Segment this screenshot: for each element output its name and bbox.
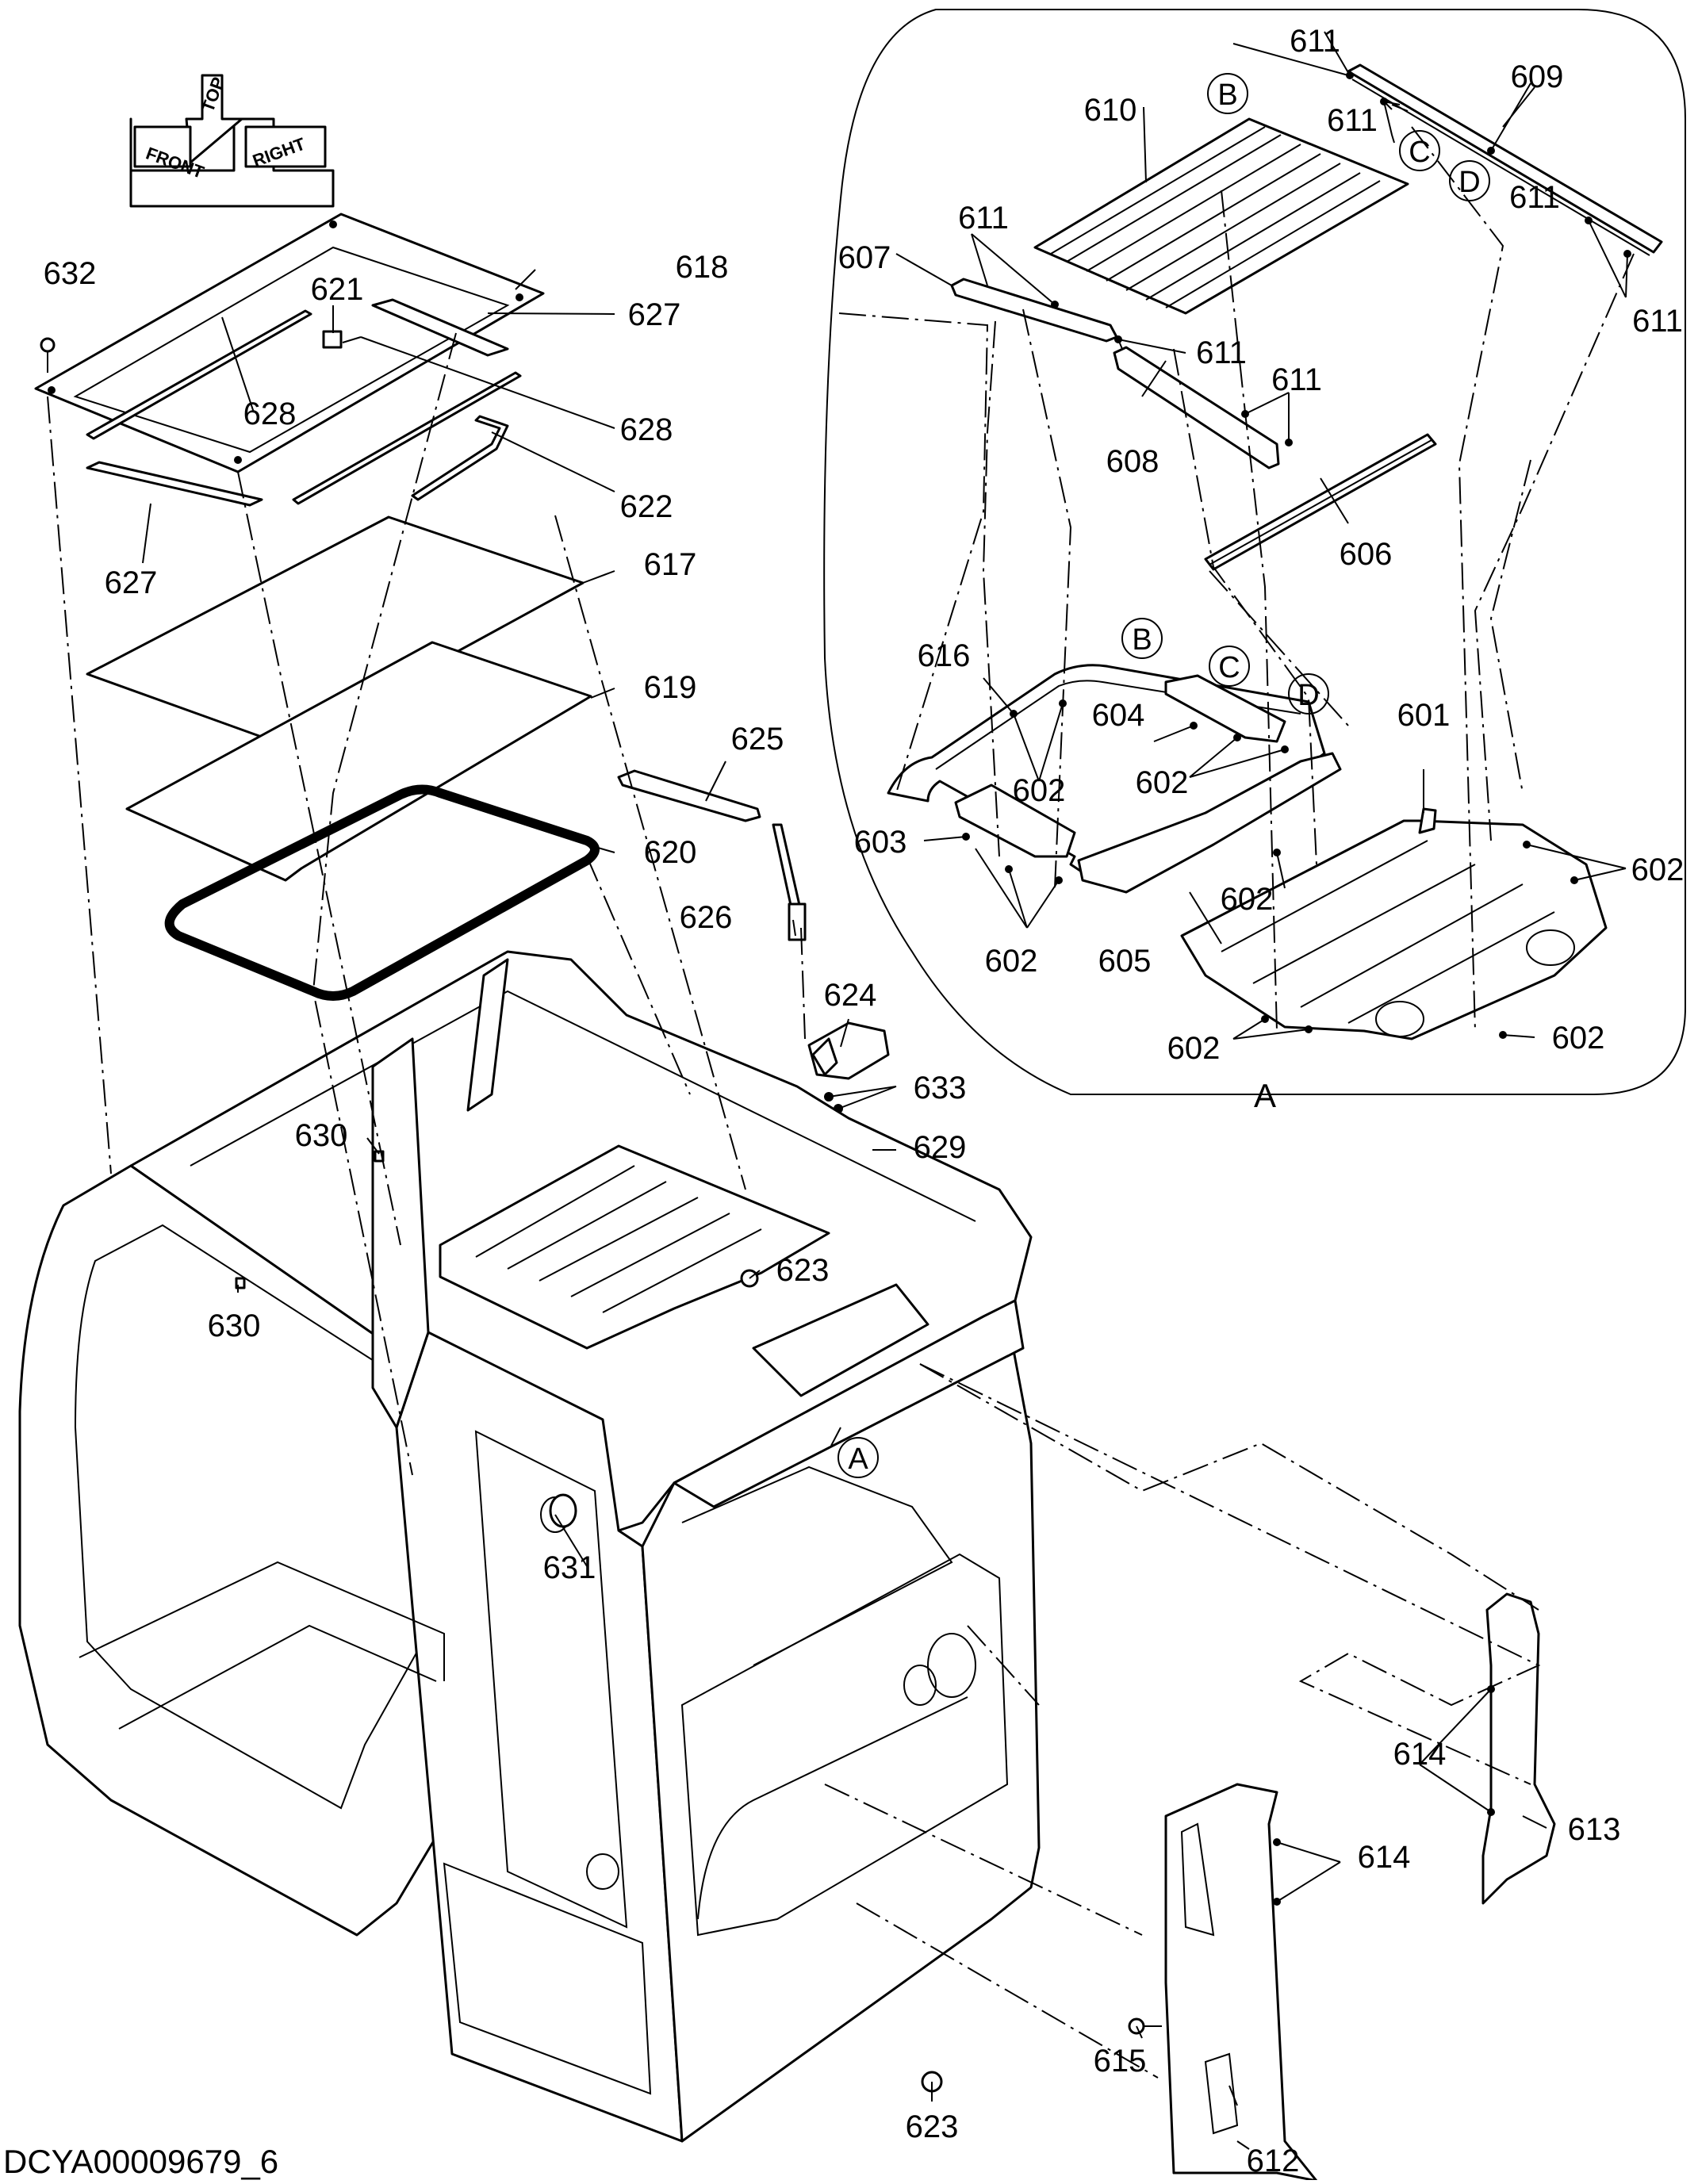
label-628-b: 628 xyxy=(620,412,673,447)
detail-view-a xyxy=(823,9,1687,1095)
label-611-g: 611 xyxy=(1271,362,1322,397)
label-629: 629 xyxy=(914,1130,967,1165)
label-619: 619 xyxy=(644,670,697,705)
label-614-b: 614 xyxy=(1393,1737,1447,1772)
ref-label-a-cab: A xyxy=(848,1443,868,1476)
ref-label-c-top: C xyxy=(1409,136,1430,169)
label-626: 626 xyxy=(680,900,733,935)
hatch-support-625 xyxy=(617,769,761,822)
label-632: 632 xyxy=(44,256,97,291)
label-615: 615 xyxy=(1094,2044,1147,2079)
assembly-lines-main xyxy=(47,332,1541,2079)
label-607: 607 xyxy=(838,240,891,275)
trim-605 xyxy=(1077,752,1342,894)
strip-627-b xyxy=(86,461,263,507)
ref-label-c-lower: C xyxy=(1218,651,1240,684)
label-603: 603 xyxy=(854,825,907,860)
detail-assembly-lines xyxy=(838,126,1635,1032)
label-605: 605 xyxy=(1098,944,1152,979)
ref-label-d-top: D xyxy=(1458,166,1480,199)
clip-630-a xyxy=(374,1150,385,1163)
roof-bar-606 xyxy=(1204,433,1437,571)
label-611-e: 611 xyxy=(958,201,1009,236)
plug-631 xyxy=(549,1493,577,1528)
label-602-g: 602 xyxy=(1552,1021,1605,1056)
label-602-c: 602 xyxy=(1631,853,1685,887)
headliner-601 xyxy=(1180,807,1608,1040)
ref-label-b-top: B xyxy=(1217,79,1237,112)
bracket-603 xyxy=(954,784,1076,858)
screw-615 xyxy=(1128,2017,1162,2035)
label-630-b: 630 xyxy=(208,1308,261,1343)
roof-rail-607 xyxy=(950,278,1118,343)
label-614-a: 614 xyxy=(1358,1840,1411,1875)
pillar-trim-613 xyxy=(1481,1592,1556,1905)
label-612: 612 xyxy=(1247,2144,1300,2178)
bracket-604 xyxy=(1164,674,1286,743)
ref-label-b-lower: B xyxy=(1132,623,1152,657)
label-602-f: 602 xyxy=(1167,1031,1221,1066)
roof-rail-609 xyxy=(1347,63,1663,256)
detail-view-boundary xyxy=(823,9,1687,1095)
label-623-bottom: 623 xyxy=(906,2109,959,2144)
reference-marker-cab-a xyxy=(838,1437,879,1478)
label-613: 613 xyxy=(1568,1812,1621,1847)
leader-lines-main xyxy=(142,269,1547,2150)
label-631: 631 xyxy=(543,1550,596,1585)
label-623-roof: 623 xyxy=(776,1253,830,1288)
hatch-rod-626 xyxy=(772,823,807,941)
label-628-a: 628 xyxy=(243,397,297,431)
label-610: 610 xyxy=(1084,93,1137,128)
seal-622 xyxy=(411,415,509,501)
label-608: 608 xyxy=(1106,444,1159,479)
label-611-b: 611 xyxy=(1327,103,1378,138)
label-602-b: 602 xyxy=(1136,765,1189,800)
seal-ring-620 xyxy=(164,784,600,1001)
label-611-f: 611 xyxy=(1196,335,1247,370)
drawing-code: DCYA00009679_6 xyxy=(3,2143,278,2180)
hatch-frame-618 xyxy=(34,213,545,473)
reference-marker-labels: B C D B C D A A xyxy=(848,79,1480,1476)
label-611-c: 611 xyxy=(1509,180,1560,215)
label-620: 620 xyxy=(644,835,697,870)
screw-632 xyxy=(40,337,56,373)
label-630-a: 630 xyxy=(295,1118,348,1153)
label-616: 616 xyxy=(918,638,971,673)
orientation-arrow xyxy=(129,74,335,208)
label-622: 622 xyxy=(620,489,673,524)
label-606: 606 xyxy=(1340,537,1393,572)
cab-frame xyxy=(18,950,1041,2143)
strip-628-b xyxy=(292,371,522,505)
label-611-a: 611 xyxy=(1290,24,1340,59)
label-617: 617 xyxy=(644,547,697,582)
label-624: 624 xyxy=(824,978,877,1013)
label-611-d: 611 xyxy=(1632,304,1683,339)
motor-624 xyxy=(807,1021,890,1080)
strip-628-a xyxy=(86,309,312,440)
ref-label-d-lower: D xyxy=(1297,679,1319,712)
part-number-labels: 611 611 609 611 611 610 611 607 611 611 … xyxy=(44,24,1685,2178)
label-627-a: 627 xyxy=(628,297,681,332)
label-602-e: 602 xyxy=(985,944,1038,979)
label-633: 633 xyxy=(914,1071,967,1105)
label-621: 621 xyxy=(311,272,364,307)
label-609: 609 xyxy=(1511,59,1564,94)
label-627-b: 627 xyxy=(105,565,158,600)
detail-leader-lines xyxy=(895,31,1628,1095)
label-625: 625 xyxy=(731,722,784,757)
label-618: 618 xyxy=(676,250,729,285)
clip-630-b xyxy=(235,1277,246,1289)
label-601: 601 xyxy=(1397,698,1451,733)
label-602-a: 602 xyxy=(1013,773,1066,808)
detail-view-label: A xyxy=(1254,1077,1276,1114)
pillar-trim-612 xyxy=(1164,1783,1318,2182)
roof-panel-610 xyxy=(1033,117,1409,315)
strip-627-a xyxy=(371,298,509,357)
label-604: 604 xyxy=(1092,698,1145,733)
reference-markers-detail xyxy=(1121,73,1490,715)
label-602-d: 602 xyxy=(1221,882,1274,917)
latch-621 xyxy=(322,330,362,349)
